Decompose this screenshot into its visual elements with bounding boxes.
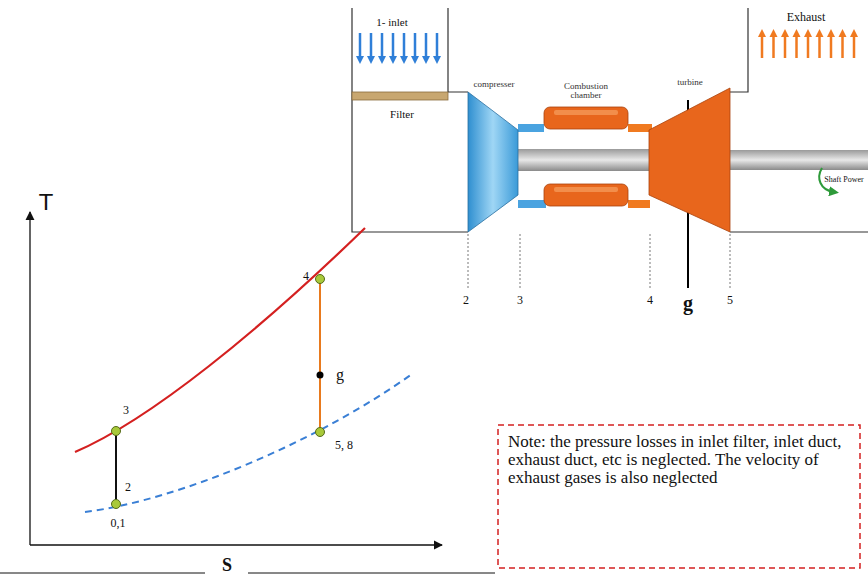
- exhaust-label: Exhaust: [786, 11, 827, 24]
- component-label: compresser: [466, 80, 522, 89]
- turbine: turbine: [648, 78, 732, 234]
- t-axis: [29, 212, 30, 545]
- underline: [248, 573, 495, 574]
- axis-label: T: [38, 191, 53, 215]
- expansion-line: [319, 279, 321, 432]
- compression-line: [115, 431, 117, 504]
- combustion-chamber: Combustion chamber: [540, 82, 632, 232]
- filter-pad: [352, 92, 448, 100]
- note-box: Note: the pressure losses in inlet filte…: [498, 425, 860, 568]
- state-label: 5, 8: [334, 439, 354, 452]
- compressor: compresser: [466, 80, 522, 234]
- exhaust-duct: [730, 8, 868, 232]
- underline: [0, 573, 205, 574]
- state-label: 0,1: [110, 517, 127, 530]
- station-number: 4: [646, 294, 654, 307]
- pipe-connector: [628, 124, 652, 132]
- state-label: 4: [302, 270, 310, 283]
- note-border: [498, 425, 860, 568]
- inlet-label: 1- inlet: [375, 16, 408, 28]
- state-label: g: [335, 366, 345, 384]
- low-pressure-isobar: [85, 374, 412, 512]
- shaft-power-label: Shaft Power: [823, 176, 864, 185]
- note-text: Note: the pressure losses in inlet filte…: [498, 425, 860, 495]
- filter-label: Filter: [389, 108, 415, 120]
- pipe-connector: [518, 124, 544, 132]
- station-number: 3: [516, 294, 524, 307]
- axis-label: S: [221, 556, 233, 576]
- component-label: turbine: [648, 78, 732, 87]
- combustor-shape: [540, 82, 632, 232]
- pipe: [518, 200, 546, 208]
- s-axis: [30, 544, 442, 545]
- shaft: [730, 150, 868, 170]
- state-label: 2: [124, 481, 132, 494]
- station-lines: [468, 234, 730, 290]
- shaft: [518, 149, 650, 171]
- inlet-arrows: [356, 33, 441, 64]
- station-number: g: [682, 292, 694, 314]
- component-label: Combustion chamber: [556, 82, 616, 101]
- exhaust-arrows: [758, 29, 858, 58]
- state-points: [112, 275, 325, 509]
- high-pressure-isobar: [75, 228, 365, 452]
- inlet-duct: [352, 8, 468, 232]
- station-number: 5: [726, 294, 734, 307]
- station-number: 2: [462, 294, 470, 307]
- state-label: 3: [122, 404, 130, 417]
- pipe: [628, 200, 650, 208]
- turbine-shape: [648, 78, 732, 234]
- state-point: [317, 372, 324, 379]
- compressor-shape: [466, 80, 522, 234]
